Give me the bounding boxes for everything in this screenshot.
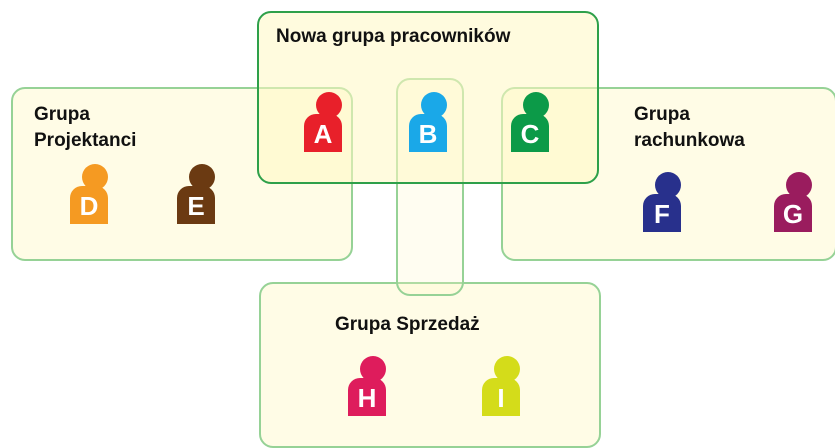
person-g: G (774, 172, 824, 248)
person-letter: E (187, 191, 205, 221)
person-letter: C (520, 119, 540, 149)
person-head-icon (360, 356, 386, 382)
group-sprzedaz-title: Grupa Sprzedaż (335, 314, 480, 335)
person-body-icon (643, 194, 681, 232)
person-body-icon (348, 378, 386, 416)
person-body-icon (774, 194, 812, 232)
person-c: C (511, 92, 561, 168)
person-body-icon (304, 114, 342, 152)
person-letter: I (497, 383, 505, 413)
person-body-icon (482, 378, 520, 416)
person-h: H (348, 356, 398, 432)
person-e: E (177, 164, 227, 240)
person-letter: A (313, 119, 333, 149)
person-head-icon (786, 172, 812, 198)
person-letter: F (654, 199, 670, 229)
group-rachunkowa-title: Grupa rachunkowa (634, 104, 745, 151)
person-head-icon (82, 164, 108, 190)
person-body-icon (177, 186, 215, 224)
person-body-icon (409, 114, 447, 152)
person-head-icon (655, 172, 681, 198)
group-projektanci-title: Grupa Projektanci (34, 104, 137, 151)
person-head-icon (316, 92, 342, 118)
person-letter: H (357, 383, 377, 413)
group-sprzedaz-box (259, 282, 601, 448)
person-body-icon (70, 186, 108, 224)
person-head-icon (494, 356, 520, 382)
person-i: I (482, 356, 532, 432)
group-nowa-title: Nowa grupa pracowników (276, 26, 511, 47)
person-d: D (70, 164, 120, 240)
person-head-icon (189, 164, 215, 190)
person-body-icon (511, 114, 549, 152)
person-a: A (304, 92, 354, 168)
person-head-icon (421, 92, 447, 118)
person-head-icon (523, 92, 549, 118)
person-letter: G (782, 199, 804, 229)
person-letter: B (418, 119, 438, 149)
person-b: B (409, 92, 459, 168)
person-f: F (643, 172, 693, 248)
person-letter: D (79, 191, 99, 221)
